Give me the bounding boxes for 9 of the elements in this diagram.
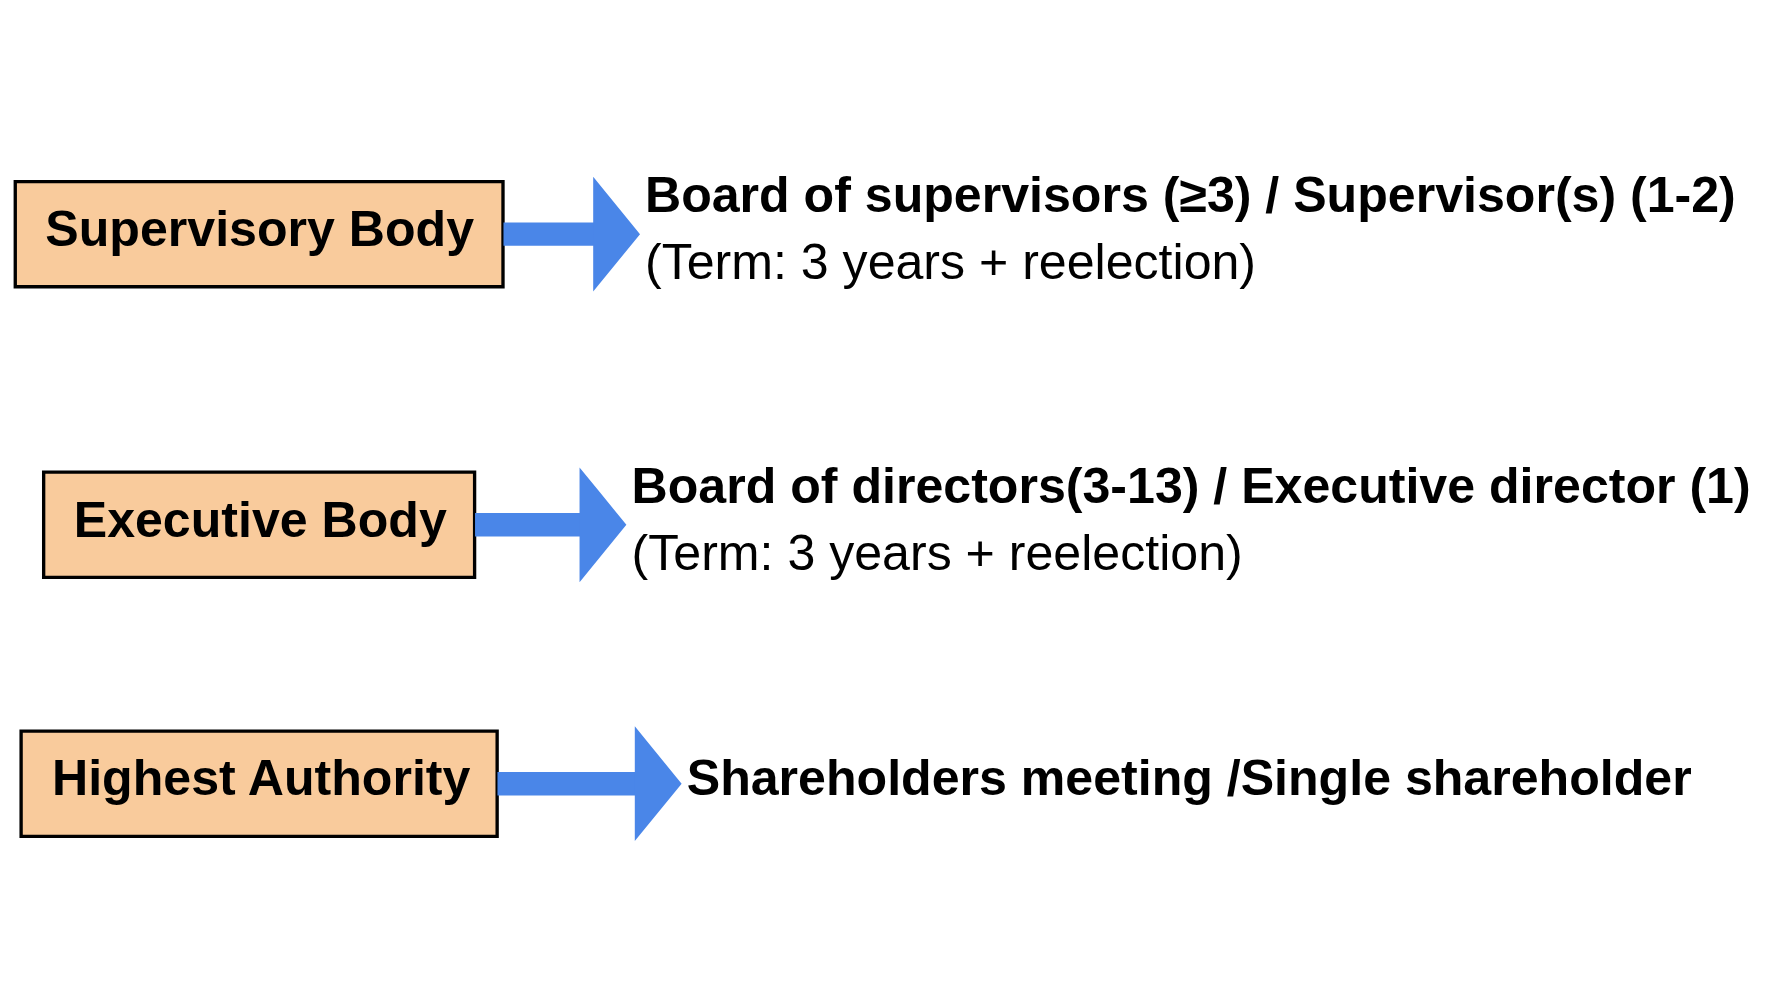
arrow bbox=[475, 466, 627, 582]
node-text: Board of supervisors (≥3) / Supervisor(s) (1-2) (Term: 3 years + reelection) bbox=[644, 166, 1736, 290]
node-text: Board of directors(3-13) / Executive director (1) (Term: 3 years + reelection) bbox=[631, 457, 1751, 581]
arrow bbox=[503, 176, 641, 292]
node-text: Shareholders meeting /Single shareholder bbox=[686, 749, 1692, 806]
arrow bbox=[497, 725, 682, 841]
node-box: Supervisory Body bbox=[13, 179, 505, 288]
node-box: Executive Body bbox=[42, 470, 477, 579]
node-box: Highest Authority bbox=[19, 728, 499, 838]
